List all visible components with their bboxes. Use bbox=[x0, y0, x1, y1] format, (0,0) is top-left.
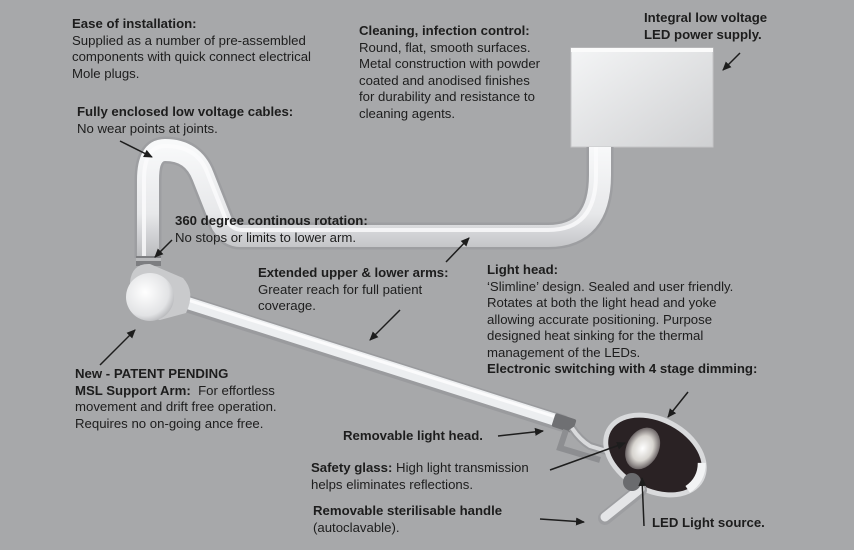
cleaning-line-2: Metal construction with powder bbox=[359, 56, 541, 71]
annotation-safety-glass: Safety glass: High light transmission he… bbox=[311, 460, 529, 493]
ease-line-1: Supplied as a number of pre-assembled bbox=[72, 32, 306, 48]
safety-rest: High light transmission bbox=[392, 460, 529, 475]
lighthead-heading: Light head: bbox=[487, 262, 559, 277]
annotation-removable-head: Removable light head. bbox=[343, 428, 483, 445]
ease-line-3: Mole plugs. bbox=[72, 65, 140, 81]
annotation-cables: Fully enclosed low voltage cables: No we… bbox=[77, 104, 293, 137]
annotation-power-supply: Integral low voltage LED power supply. bbox=[644, 10, 767, 43]
annotation-extended-arms: Extended upper & lower arms: Greater rea… bbox=[258, 265, 449, 315]
arrow-led bbox=[638, 477, 647, 527]
rotation-collar bbox=[136, 256, 161, 266]
lighthead-line-2: Rotates at both the light head and yoke bbox=[487, 295, 717, 310]
annotation-rotation: 360 degree continous rotation: No stops … bbox=[175, 213, 368, 246]
cleaning-heading: Cleaning, infection control: bbox=[359, 23, 530, 38]
support-arm-joint bbox=[126, 263, 191, 321]
arms-heading: Extended upper & lower arms: bbox=[258, 265, 449, 280]
lighthead-line-4: designed heat sinking for the thermal bbox=[487, 328, 704, 343]
rotation-heading: 360 degree continous rotation: bbox=[175, 213, 368, 228]
annotation-cleaning: Cleaning, infection control: Round, flat… bbox=[359, 23, 540, 122]
patent-heading-1: New - PATENT PENDING bbox=[75, 366, 229, 381]
arrow-rotation bbox=[154, 239, 173, 258]
annotation-arrows bbox=[99, 52, 741, 527]
patent-heading-rest: For effortless bbox=[190, 382, 275, 398]
sterilisable-handle bbox=[598, 473, 647, 525]
ease-line-2: components with quick connect electrical bbox=[72, 49, 311, 64]
cables-heading: Fully enclosed low voltage cables: bbox=[77, 104, 294, 119]
safety-line-1: helps eliminates reflections. bbox=[311, 476, 473, 492]
light-head-connector bbox=[551, 413, 612, 456]
cleaning-line-5: cleaning agents. bbox=[359, 105, 456, 121]
upper-arm bbox=[134, 136, 614, 258]
arrow-removable-head bbox=[497, 427, 544, 437]
cleaning-line-1: Round, flat, smooth surfaces. bbox=[359, 39, 531, 55]
led-source-label: LED Light source. bbox=[652, 515, 765, 530]
annotation-led-source: LED Light source. bbox=[652, 515, 765, 532]
handle-heading: Removable sterilisable handle bbox=[313, 503, 503, 518]
power-line-2: LED power supply. bbox=[644, 26, 762, 42]
annotation-light-head: Light head: ‘Slimline’ design. Sealed an… bbox=[487, 262, 757, 378]
arrow-dimming bbox=[667, 391, 689, 418]
lighthead-line-1: ‘Slimline’ design. Sealed and user frien… bbox=[487, 278, 734, 294]
annotation-handle: Removable sterilisable handle (autoclava… bbox=[313, 503, 502, 536]
lighthead-line-5: management of the LEDs. bbox=[487, 344, 641, 360]
annotation-ease-of-installation: Ease of installation: Supplied as a numb… bbox=[72, 16, 311, 82]
handle-line-1: (autoclavable). bbox=[313, 519, 400, 535]
safety-heading: Safety glass: bbox=[311, 460, 393, 475]
arrow-cables bbox=[119, 140, 153, 158]
patent-heading-2: MSL Support Arm: bbox=[75, 382, 191, 398]
arms-line-1: Greater reach for full patient bbox=[258, 281, 423, 297]
removable-head-label: Removable light head. bbox=[343, 428, 483, 443]
arrow-handle bbox=[539, 517, 585, 526]
arrow-arms-lower bbox=[369, 309, 401, 341]
arrow-power bbox=[722, 52, 741, 71]
arrow-arms-upper bbox=[445, 237, 470, 263]
lower-arm bbox=[166, 291, 571, 432]
power-line-1: Integral low voltage bbox=[644, 10, 768, 25]
ease-heading: Ease of installation: bbox=[72, 16, 197, 31]
arrow-patent bbox=[99, 329, 136, 366]
cables-line-1: No wear points at joints. bbox=[77, 120, 218, 136]
arrow-safety-glass bbox=[549, 441, 626, 471]
dimming-label: Electronic switching with 4 stage dimmin… bbox=[487, 361, 758, 376]
cleaning-line-4: for durability and resistance to bbox=[359, 89, 535, 104]
arms-line-2: coverage. bbox=[258, 298, 316, 313]
rotation-line-1: No stops or limits to lower arm. bbox=[175, 229, 357, 245]
patent-line-1: movement and drift free operation. bbox=[75, 399, 277, 414]
yoke bbox=[556, 429, 601, 463]
cleaning-line-3: coated and anodised finishes bbox=[359, 72, 530, 88]
annotation-patent: New - PATENT PENDING MSL Support Arm: Fo… bbox=[75, 366, 277, 432]
light-head bbox=[603, 412, 707, 498]
patent-line-2: Requires no on-going ance free. bbox=[75, 415, 264, 431]
lighthead-line-3: allowing accurate positioning. Purpose bbox=[487, 311, 713, 327]
led-power-supply-box bbox=[570, 47, 714, 148]
